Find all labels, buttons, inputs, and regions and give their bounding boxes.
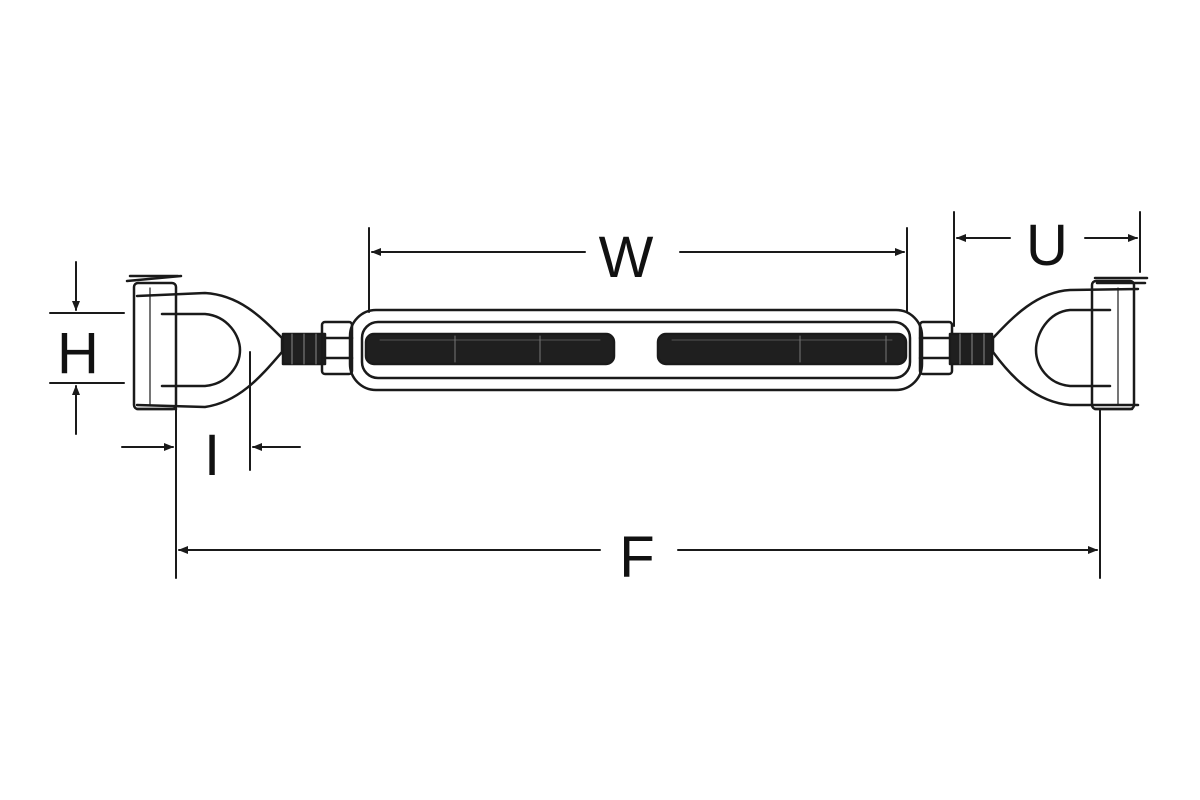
dimension-label-f: F: [619, 525, 654, 590]
left-threaded-shank: [281, 332, 327, 366]
turnbuckle-body: [348, 308, 924, 392]
dimension-label-i: I: [204, 423, 220, 488]
right-hex-nut: [918, 320, 954, 376]
dimension-lines: [49, 211, 1141, 579]
dimension-label-h: H: [57, 321, 99, 386]
dimension-label-w: W: [599, 225, 654, 290]
left-jaw: [125, 274, 284, 411]
right-jaw: [991, 276, 1149, 411]
dimension-label-u: U: [1026, 213, 1068, 278]
left-hex-nut: [320, 320, 354, 376]
right-threaded-shank: [948, 332, 994, 366]
